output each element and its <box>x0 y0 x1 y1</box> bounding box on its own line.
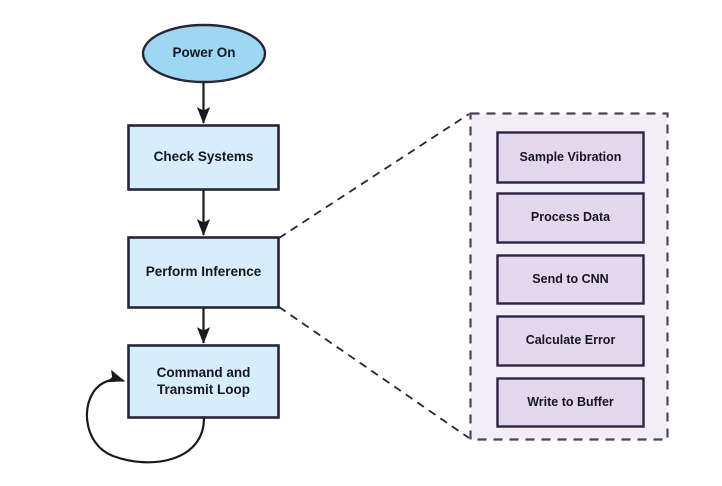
node-power-on[interactable] <box>141 23 267 84</box>
subprocess-box-1[interactable] <box>496 131 645 184</box>
dashed-connector-top <box>278 113 470 239</box>
subprocess-box-2[interactable] <box>496 192 645 244</box>
node-perform-inference[interactable] <box>127 236 280 309</box>
node-command-transmit-loop[interactable] <box>127 344 280 419</box>
node-check-systems[interactable] <box>127 124 280 191</box>
arrow-loopback <box>85 369 206 464</box>
dashed-connector-bottom <box>278 306 470 439</box>
subprocess-box-5[interactable] <box>496 377 645 428</box>
subprocess-box-4[interactable] <box>496 315 645 367</box>
subprocess-box-3[interactable] <box>496 254 645 305</box>
